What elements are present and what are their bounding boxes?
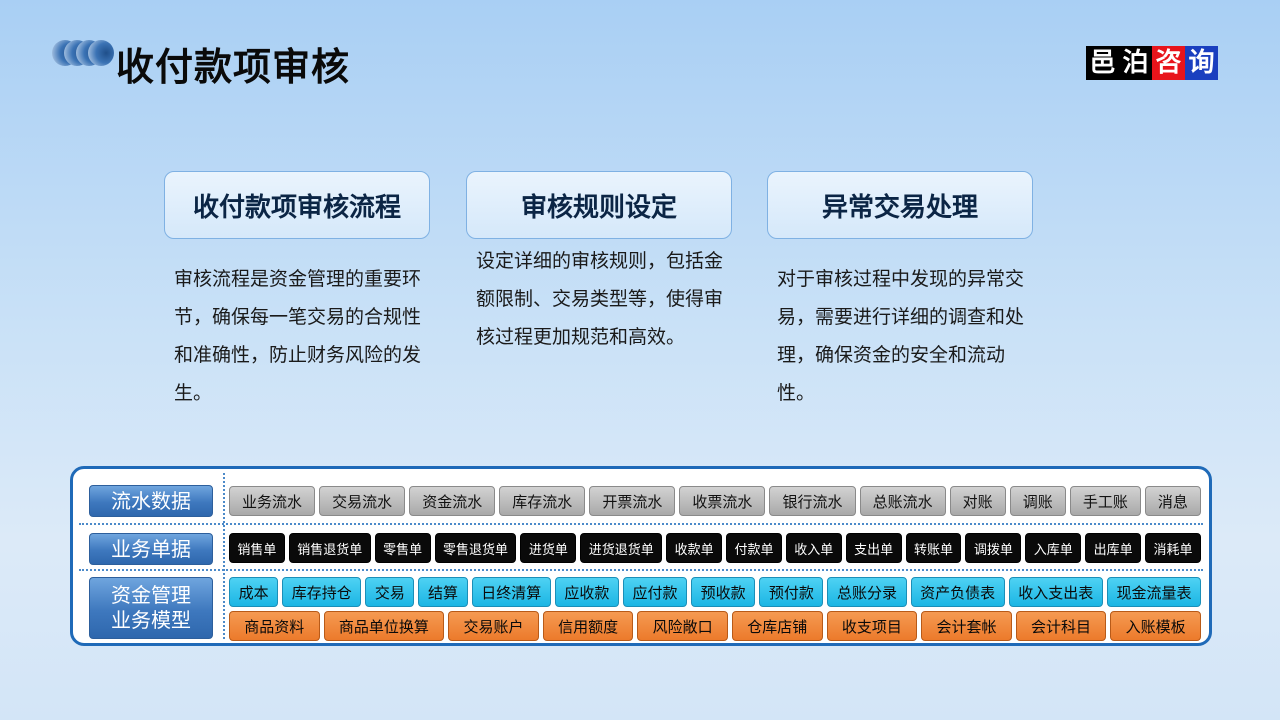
- chip-cyan: 总账分录: [827, 577, 907, 607]
- fund-model-label-line1: 资金管理: [111, 583, 191, 607]
- chip-cyan: 资产负债表: [910, 577, 1005, 607]
- chip-cyan: 收入支出表: [1008, 577, 1103, 607]
- title-bullet-icon: [52, 40, 114, 66]
- column-divider: [223, 473, 225, 639]
- chip-black: 转账单: [905, 533, 962, 563]
- chip-cyan: 预收款: [691, 577, 756, 607]
- business-doc-chips: 销售单销售退货单零售单零售退货单进货单进货退货单收款单付款单收入单支出单转账单调…: [229, 533, 1201, 563]
- card-body-audit-process: 审核流程是资金管理的重要环节，确保每一笔交易的合规性和准确性，防止财务风险的发生…: [174, 268, 422, 404]
- chip-orange: 信用额度: [542, 611, 634, 641]
- chip-gray: 库存流水: [499, 486, 586, 516]
- chip-gray: 银行流水: [769, 486, 856, 516]
- card-body-exception-handling: 对于审核过程中发现的异常交易，需要进行详细的调查和处理，确保资金的安全和流动性。: [777, 268, 1025, 404]
- chip-black: 付款单: [726, 533, 782, 563]
- chip-gray: 开票流水: [589, 486, 676, 516]
- chip-gray: 对账: [949, 486, 1006, 516]
- fund-model-label-line2: 业务模型: [111, 608, 191, 632]
- chip-cyan: 应付款: [622, 577, 688, 607]
- chip-black: 销售单: [229, 533, 285, 563]
- chip-gray: 资金流水: [409, 486, 496, 516]
- chip-gray: 总账流水: [859, 486, 946, 516]
- data-model-panel: 流水数据 业务流水交易流水资金流水库存流水开票流水收票流水银行流水总账流水对账调…: [70, 466, 1212, 646]
- chip-black: 消耗单: [1145, 533, 1201, 563]
- chip-orange: 风险敞口: [637, 611, 728, 641]
- chip-black: 出库单: [1085, 533, 1142, 563]
- chip-gray: 手工账: [1069, 486, 1141, 516]
- card-body-rule-setting: 设定详细的审核规则，包括金额限制、交易类型等，使得审核过程更加规范和高效。: [476, 250, 724, 348]
- chip-orange: 仓库店铺: [731, 611, 823, 641]
- flow-data-chips: 业务流水交易流水资金流水库存流水开票流水收票流水银行流水总账流水对账调账手工账消…: [229, 486, 1201, 516]
- brand-logo: 邑 泊 咨 询: [1086, 46, 1218, 80]
- fund-model-orange-chips: 商品资料商品单位换算交易账户信用额度风险敞口仓库店铺收支项目会计套帐会计科目入账…: [229, 611, 1201, 641]
- chip-cyan: 现金流量表: [1106, 577, 1202, 607]
- chip-black: 支出单: [845, 533, 902, 563]
- chip-orange: 入账模板: [1110, 611, 1201, 641]
- chip-cyan: 交易: [365, 577, 415, 607]
- card-title-audit-process: 收付款项审核流程: [164, 171, 430, 239]
- row-label-business-docs: 业务单据: [89, 533, 213, 565]
- chip-cyan: 结算: [418, 577, 468, 607]
- chip-gray: 业务流水: [229, 486, 316, 516]
- chip-orange: 商品资料: [229, 611, 320, 641]
- chip-black: 入库单: [1025, 533, 1082, 563]
- logo-char-1: 邑: [1086, 46, 1119, 80]
- card-title-rule-setting: 审核规则设定: [466, 171, 732, 239]
- chip-black: 零售单: [374, 533, 431, 563]
- chip-black: 零售退货单: [434, 533, 517, 563]
- logo-char-2: 泊: [1119, 46, 1152, 80]
- chip-orange: 会计科目: [1015, 611, 1107, 641]
- chip-cyan: 应收款: [554, 577, 619, 607]
- row-divider-2: [79, 569, 1203, 571]
- row-divider-1: [79, 523, 1203, 525]
- card-title-exception-handling: 异常交易处理: [767, 171, 1033, 239]
- page-title: 收付款项审核: [116, 45, 351, 89]
- chip-orange: 商品单位换算: [323, 611, 445, 641]
- chip-gray: 调账: [1009, 486, 1066, 516]
- chip-orange: 会计套帐: [921, 611, 1012, 641]
- chip-cyan: 预付款: [759, 577, 824, 607]
- chip-orange: 收支项目: [826, 611, 918, 641]
- fund-model-cyan-chips: 成本库存持仓交易结算日终清算应收款应付款预收款预付款总账分录资产负债表收入支出表…: [229, 577, 1202, 607]
- row-label-fund-model: 资金管理 业务模型: [89, 577, 213, 639]
- logo-char-3: 咨: [1152, 46, 1185, 80]
- chip-gray: 消息: [1144, 486, 1201, 516]
- chip-gray: 收票流水: [679, 486, 766, 516]
- chip-black: 进货退货单: [580, 533, 663, 563]
- chip-black: 进货单: [520, 533, 577, 563]
- chip-cyan: 库存持仓: [282, 577, 362, 607]
- chip-black: 收款单: [666, 533, 723, 563]
- row-label-flow-data: 流水数据: [89, 485, 213, 517]
- chip-black: 销售退货单: [288, 533, 371, 563]
- chip-cyan: 成本: [229, 577, 279, 607]
- chip-orange: 交易账户: [448, 611, 539, 641]
- chip-black: 调拨单: [965, 533, 1022, 563]
- chip-gray: 交易流水: [319, 486, 406, 516]
- chip-black: 收入单: [785, 533, 842, 563]
- chip-cyan: 日终清算: [471, 577, 551, 607]
- logo-char-4: 询: [1185, 46, 1218, 80]
